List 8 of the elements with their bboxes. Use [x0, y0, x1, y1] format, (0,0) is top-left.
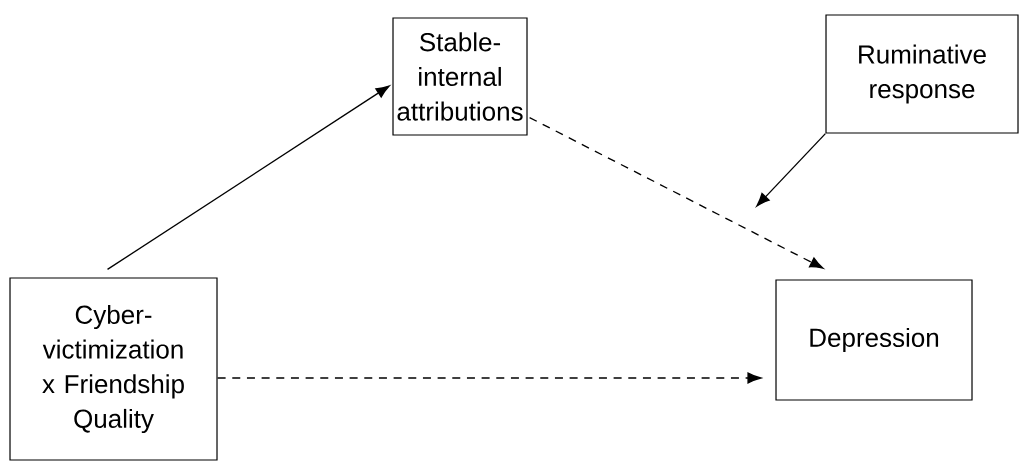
arrow — [106, 85, 390, 271]
arrow — [216, 372, 762, 384]
arrow — [528, 116, 824, 269]
arrow — [756, 132, 827, 207]
variable-box: Stable-internal attributions — [392, 17, 528, 136]
variable-box: Cyber-victimization x Friendship Quality — [9, 277, 218, 461]
variable-box: Depression — [775, 279, 973, 401]
variable-box: Ruminative response — [825, 14, 1019, 134]
